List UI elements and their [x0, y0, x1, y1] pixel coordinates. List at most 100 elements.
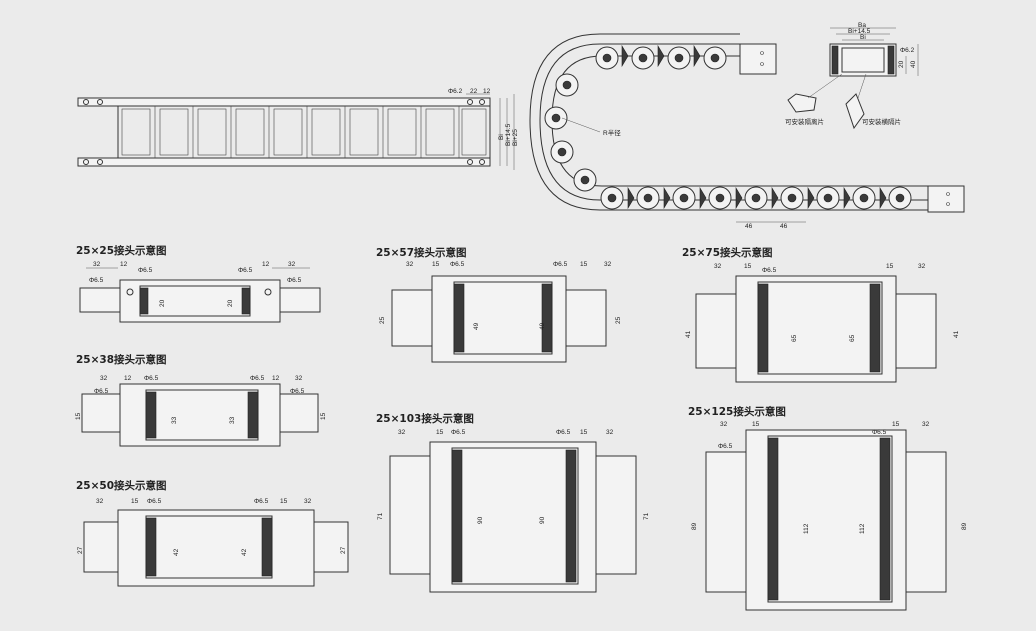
- dim-42-l: 42: [173, 548, 180, 556]
- dim-41-r: 41: [953, 330, 960, 338]
- dim-phi-r: Φ6.5: [872, 429, 887, 436]
- dim-top-bi145: Bi+14.5: [505, 123, 512, 146]
- diagram-25x103: 32 15 Φ6.5 Φ6.5 15 32 90 90 71 71: [377, 429, 650, 593]
- dim-15-r: 15: [320, 412, 327, 420]
- dim-ba: Ba: [858, 22, 866, 29]
- dim-32-r: 32: [604, 261, 612, 268]
- dim-phi-ll: Φ6.5: [94, 388, 109, 395]
- dim-46b: 46: [780, 223, 788, 230]
- dim-12-l: 12: [120, 261, 128, 268]
- dim-top-phi62: Φ6.2: [448, 88, 463, 95]
- dim-32-r: 32: [295, 375, 303, 382]
- dim-32-l: 32: [398, 429, 406, 436]
- dim-49-l: 49: [473, 322, 480, 330]
- dim-32-r: 32: [606, 429, 614, 436]
- chain-straight-view: Φ6.2 22 12 Bi Bi+14.5 Bi+25: [77, 88, 519, 170]
- dim-32-r: 32: [918, 263, 926, 270]
- dim-112-r: 112: [859, 523, 866, 534]
- dim-top-bi25: Bi+25: [512, 129, 519, 146]
- dim-top-12: 12: [483, 88, 491, 95]
- dim-15-l: 15: [75, 412, 82, 420]
- title-25x38: 25×38接头示意图: [76, 354, 167, 366]
- dim-32-l: 32: [100, 375, 108, 382]
- dim-89-r: 89: [961, 522, 968, 530]
- dim-15-l: 15: [744, 263, 752, 270]
- dim-bi145-xs: Bi+14.5: [848, 28, 871, 35]
- title-25x25: 25×25接头示意图: [76, 245, 167, 257]
- dim-32-r: 32: [922, 421, 930, 428]
- diagram-25x25: 32 12 Φ6.5 Φ6.5 12 32 Φ6.5 Φ6.5 20 20: [79, 261, 321, 323]
- dim-32-l: 32: [406, 261, 414, 268]
- dim-phi62-xs: Φ6.2: [900, 47, 915, 54]
- dim-12-r: 12: [262, 261, 270, 268]
- dim-radius: R半径: [603, 128, 621, 137]
- dim-25-l: 25: [379, 316, 386, 324]
- label-separator-1: 可安装隔离片: [785, 117, 824, 126]
- diagram-25x75: 32 15 Φ6.5 15 32 65 65 41 41: [685, 263, 960, 383]
- chain-bend-view: R半径 46 46: [529, 33, 965, 230]
- dim-27-r: 27: [340, 546, 347, 554]
- dim-112-l: 112: [803, 523, 810, 534]
- dim-top-bi: Bi: [498, 134, 505, 140]
- dim-65-l: 65: [791, 334, 798, 342]
- dim-90-r: 90: [539, 516, 546, 524]
- dim-phi-r: Φ6.5: [556, 429, 571, 436]
- dim-15-r: 15: [892, 421, 900, 428]
- dim-71-r: 71: [643, 512, 650, 520]
- chain-cross-section: Ba Bi+14.5 Bi Φ6.2 20 40 可安装隔离片 可安装横隔片: [785, 22, 919, 130]
- dim-phi-r: Φ6.5: [238, 267, 253, 274]
- dim-32-l: 32: [93, 261, 101, 268]
- diagram-25x50: 32 15 Φ6.5 Φ6.5 15 32 42 42 27 27: [77, 498, 349, 587]
- dim-89-l: 89: [691, 522, 698, 530]
- dim-phi-l: Φ6.5: [762, 267, 777, 274]
- dim-32-r: 32: [288, 261, 296, 268]
- dim-65-r: 65: [849, 334, 856, 342]
- dim-32-l: 32: [96, 498, 104, 505]
- dim-12-r: 12: [272, 375, 280, 382]
- dim-27-l: 27: [77, 546, 84, 554]
- title-25x50: 25×50接头示意图: [76, 480, 167, 492]
- diagram-25x38: 32 12 Φ6.5 Φ6.5 12 32 Φ6.5 Φ6.5 33 33 15…: [75, 375, 327, 447]
- dim-90-l: 90: [477, 516, 484, 524]
- dim-40-xs: 40: [910, 60, 917, 68]
- dim-42-r: 42: [241, 548, 248, 556]
- dim-bi-xs: Bi: [860, 34, 866, 41]
- dim-phi-l: Φ6.5: [451, 429, 466, 436]
- dim-phi-l: Φ6.5: [718, 443, 733, 450]
- dim-phi-l: Φ6.5: [138, 267, 153, 274]
- dim-46a: 46: [745, 223, 753, 230]
- dim-phi-r: Φ6.5: [250, 375, 265, 382]
- dim-32-l: 32: [714, 263, 722, 270]
- dim-phi-l: Φ6.5: [144, 375, 159, 382]
- dim-71-l: 71: [377, 512, 384, 520]
- title-25x57: 25×57接头示意图: [376, 247, 467, 259]
- dim-15-l: 15: [131, 498, 139, 505]
- dim-15-r: 15: [280, 498, 288, 505]
- dim-32-r: 32: [304, 498, 312, 505]
- dim-15-r: 15: [580, 429, 588, 436]
- dim-12-l: 12: [124, 375, 132, 382]
- dim-phi-rr: Φ6.5: [290, 388, 305, 395]
- title-25x103: 25×103接头示意图: [376, 413, 474, 425]
- dim-49-r: 49: [539, 322, 546, 330]
- dim-15-l: 15: [432, 261, 440, 268]
- dim-15-r: 15: [886, 263, 894, 270]
- dim-top-22: 22: [470, 88, 478, 95]
- dim-phi-ll: Φ6.5: [89, 277, 104, 284]
- diagram-25x125: 32 15 Φ6.5 Φ6.5 15 32 112 112 89 89: [691, 421, 968, 611]
- dim-15-l: 15: [436, 429, 444, 436]
- title-25x75: 25×75接头示意图: [682, 247, 773, 259]
- dim-33-r: 33: [229, 416, 236, 424]
- label-separator-2: 可安装横隔片: [862, 117, 901, 126]
- dim-41-l: 41: [685, 330, 692, 338]
- title-25x125: 25×125接头示意图: [688, 406, 786, 418]
- dim-15-r: 15: [580, 261, 588, 268]
- dim-phi-r: Φ6.5: [254, 498, 269, 505]
- dim-33-l: 33: [171, 416, 178, 424]
- dim-phi-l: Φ6.5: [450, 261, 465, 268]
- dim-20-xs: 20: [898, 60, 905, 68]
- dim-25-r: 25: [615, 316, 622, 324]
- dim-32-l: 32: [720, 421, 728, 428]
